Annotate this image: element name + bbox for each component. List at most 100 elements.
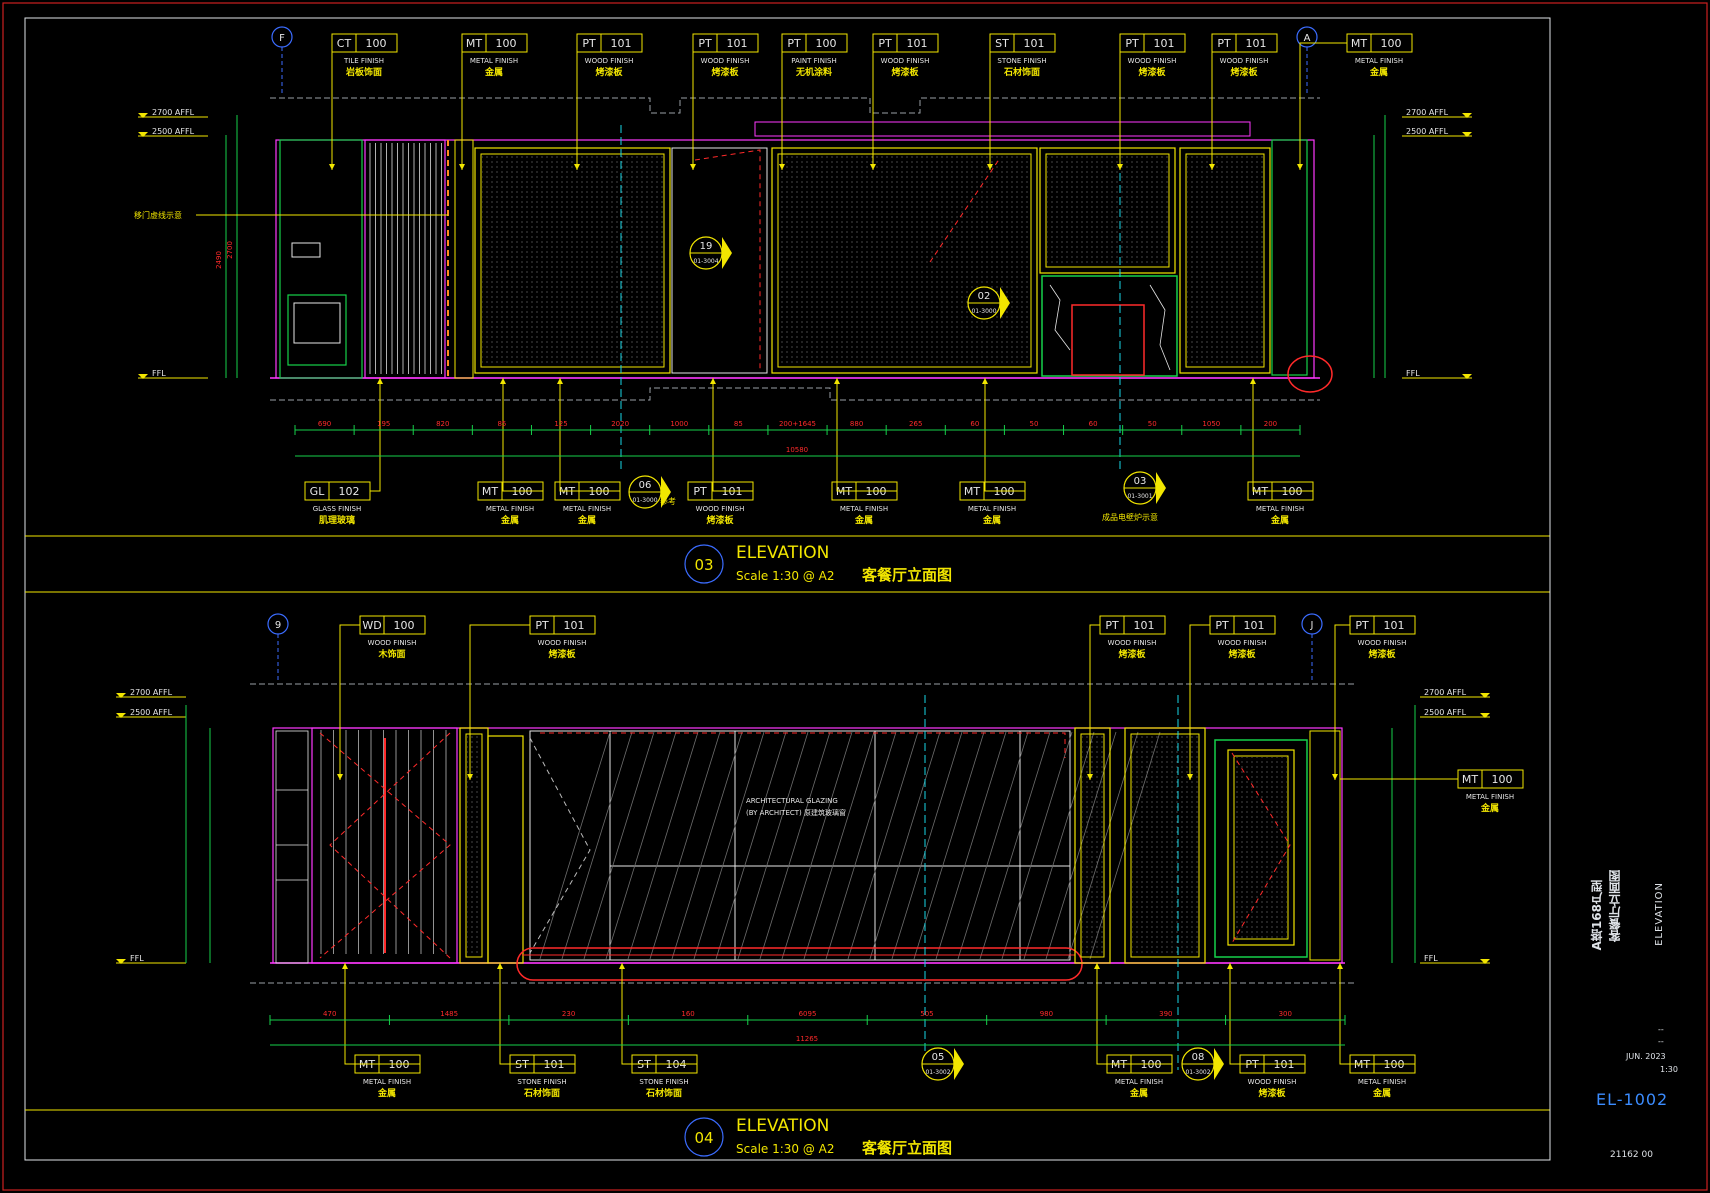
leader-arrowhead (710, 378, 716, 384)
finish-name-en: GLASS FINISH (313, 505, 361, 513)
wood-panel-1-frame (474, 147, 671, 374)
finish-code: WD (362, 619, 381, 632)
level-label: 2700 AFFL (152, 108, 195, 117)
wave-panel-dashed (329, 732, 451, 959)
finish-code: PT (1217, 37, 1231, 50)
tag-leader-line (712, 378, 753, 492)
right-door-panel (1227, 749, 1295, 946)
section-arrow (661, 476, 671, 508)
glass-hatch-line (561, 731, 633, 960)
tag-leader-line (339, 624, 360, 780)
finish-name-cn: 金属 (377, 1087, 396, 1099)
leader-arrowhead (557, 378, 563, 384)
door-swing-dashed (694, 149, 761, 370)
view-title: ELEVATION (736, 1116, 829, 1136)
dimension-value: 390 (1159, 1010, 1172, 1018)
finish-code: PT (535, 619, 549, 632)
dimension-value: 690 (318, 420, 331, 428)
level-label: 2700 AFFL (1424, 688, 1467, 697)
tag-leader-line (1189, 624, 1210, 780)
tag-leader-line (1252, 378, 1313, 492)
finish-name-en: TILE FINISH (343, 57, 384, 65)
wood-panel-4-hatch (1187, 155, 1263, 366)
view-scale: Scale 1:30 @ A2 (736, 1142, 835, 1156)
finish-name-en: WOOD FINISH (1358, 639, 1407, 647)
section-arrow (954, 1048, 964, 1080)
job-number: 21162 00 (1610, 1150, 1653, 1160)
wood-panel-3 (1039, 147, 1176, 274)
level-marker: 2700 AFFL (116, 688, 186, 698)
project-name: A塔168户型 (1590, 880, 1604, 951)
level-triangle (138, 132, 148, 137)
view-name-cn: 客餐厅立面图 (861, 1139, 952, 1157)
metal-column-left-inner (465, 733, 483, 958)
right-door-panel-frame (1227, 749, 1295, 946)
finish-name-cn: 金属 (982, 514, 1001, 526)
finish-name-en: METAL FINISH (1466, 793, 1514, 801)
finish-name-cn: 岩板饰面 (345, 66, 382, 78)
right-panel-2-hatch (1132, 735, 1198, 956)
finish-name-cn: 金属 (500, 514, 519, 526)
level-triangle (1462, 132, 1472, 137)
finish-name-cn: 肌理玻璃 (318, 514, 355, 526)
finish-number: 100 (496, 37, 517, 50)
finish-code: MT (1462, 773, 1478, 786)
finish-number: 102 (339, 485, 360, 498)
height-dim-text: 2700 (226, 241, 234, 259)
tag-leader-line (1334, 624, 1350, 780)
grid-label: A (1304, 33, 1311, 44)
right-door-frame (1214, 739, 1308, 958)
stone-vein (1149, 284, 1171, 371)
section-number: 03 (1134, 476, 1147, 487)
level-marker: 2500 AFFL (1402, 127, 1472, 137)
finish-name-cn: 烤漆板 (706, 514, 734, 526)
finish-name-en: WOOD FINISH (881, 57, 930, 65)
leader-arrowhead (459, 164, 465, 170)
leader-arrowhead (690, 164, 696, 170)
tag-leader-line (1089, 624, 1100, 780)
finish-code: PT (787, 37, 801, 50)
level-marker: 2500 AFFL (1420, 708, 1490, 718)
glass-hatch-line (737, 731, 809, 960)
dimension-value: 50 (1030, 420, 1039, 428)
note-reference: 参考 (660, 496, 676, 506)
glass-hatch-line (627, 731, 699, 960)
wood-panel-1-hatch (482, 155, 663, 366)
leader-arrowhead (779, 164, 785, 170)
tag-leader-line (370, 378, 381, 492)
blank-field-1: -- (1658, 1025, 1664, 1034)
finish-number: 101 (1024, 37, 1045, 50)
dimension-value: 60 (970, 420, 979, 428)
wood-panel-2-inner (777, 153, 1032, 368)
revision-cloud-sill (516, 947, 1083, 981)
finish-name-en: WOOD FINISH (1108, 639, 1157, 647)
slatted-glass-panel (364, 139, 446, 379)
glass-hatch-line (957, 731, 1029, 960)
finish-number: 101 (1244, 619, 1265, 632)
wood-panel-4-inner (1185, 153, 1265, 368)
right-panel-1 (1074, 727, 1111, 964)
leader-arrowhead (1332, 774, 1338, 780)
blank-field-2: -- (1658, 1037, 1664, 1046)
tag-leader-line (836, 378, 897, 492)
finish-name-en: STONE FINISH (997, 57, 1046, 65)
level-label: 2500 AFFL (1424, 708, 1467, 717)
finish-number: 101 (1134, 619, 1155, 632)
right-panel-1-frame (1074, 727, 1111, 964)
leader-arrowhead (1227, 963, 1233, 969)
dimension-value: 2020 (611, 420, 629, 428)
note-glazing-architect: (BY ARCHITECT) 原建筑玻璃窗 (746, 808, 846, 817)
left-shelf (275, 730, 309, 964)
leader-arrowhead (337, 774, 343, 780)
stone-fireplace-area (1041, 275, 1178, 377)
view-title: ELEVATION (736, 543, 829, 563)
